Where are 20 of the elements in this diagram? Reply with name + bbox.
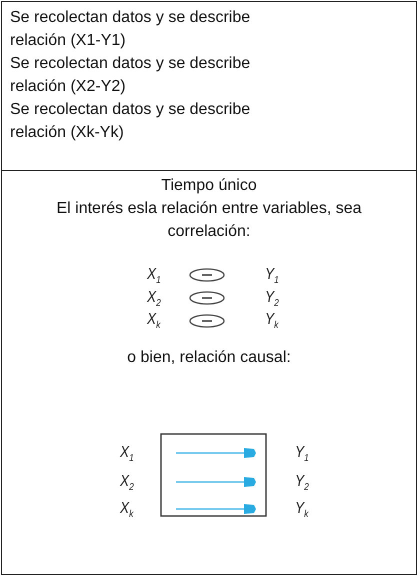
text-panel	[1, 170, 417, 575]
variable-label: X$_{k}$	[120, 500, 134, 522]
variable-label: X$_{k}$	[147, 311, 160, 334]
variable-label: Y$_{1}$	[295, 444, 309, 466]
variable-label: X$_{1}$	[120, 444, 134, 466]
variable-label: X$_{2}$	[147, 289, 161, 312]
description-text: Se recolectan datos y se describe relación (X1-Y1)	[10, 8, 252, 51]
variable-label: Y$_{1}$	[265, 266, 279, 288]
variable-label: Y$_{k}$	[265, 311, 278, 334]
description-text: El interés esla relación entre variables, sea correlación:	[55, 199, 363, 242]
description-text: o bien, relación causal:	[126, 348, 292, 368]
description-text: Se recolectan datos y se describe relación (Xk-Yk)	[10, 100, 252, 143]
description-text: Se recolectan datos y se describe relación (X2-Y2)	[10, 54, 252, 97]
description-text: Tiempo único	[160, 176, 258, 196]
variable-label: X$_{2}$	[120, 473, 134, 496]
text-panel	[1, 1, 417, 171]
variable-label: Y$_{2}$	[265, 289, 279, 312]
variable-label: Y$_{k}$	[295, 500, 308, 522]
variable-label: X$_{1}$	[147, 266, 161, 288]
variable-label: Y$_{2}$	[295, 473, 309, 496]
